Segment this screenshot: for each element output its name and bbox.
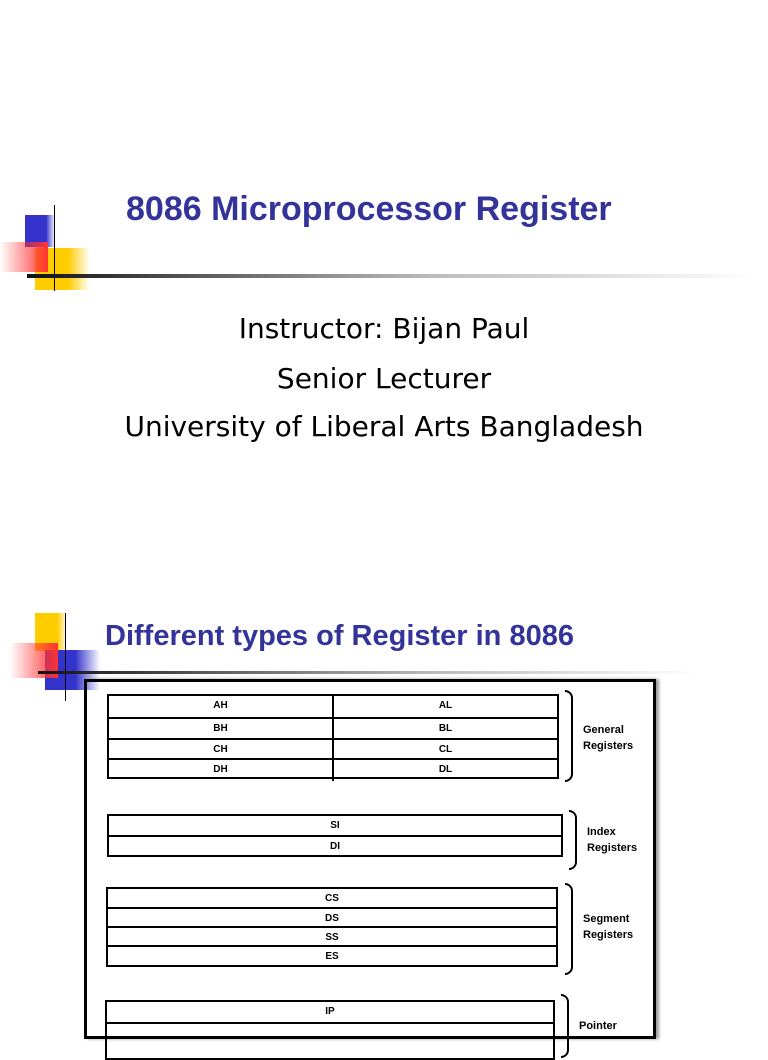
register-si: SI [330, 820, 340, 831]
slide1-title: 8086 Microprocessor Register [126, 190, 612, 228]
pointer-registers: IP [105, 1000, 555, 1060]
register-row: CH CL [109, 738, 557, 761]
pointer-label: Pointer [579, 1020, 617, 1032]
register-row: SS [108, 926, 556, 947]
register-row: DH DL [109, 758, 557, 781]
register-ds: DS [325, 913, 339, 924]
instructor-line: Instructor: Bijan Paul [238, 312, 530, 345]
segment-brace [565, 883, 573, 975]
register-cl: CL [332, 740, 557, 761]
register-row: AH AL [109, 696, 557, 717]
index-brace [569, 810, 577, 870]
general-registers: AH AL BH BL CH CL DH DL [107, 694, 559, 781]
register-row: DI [109, 835, 561, 857]
register-ss: SS [325, 932, 339, 943]
register-dh: DH [213, 764, 228, 775]
slide2-title: Different types of Register in 8086 [105, 620, 574, 652]
university-line: University of Liberal Arts Bangladesh [124, 410, 644, 443]
register-row: IP [107, 1002, 553, 1022]
register-row: SI [109, 816, 561, 836]
register-ch: CH [213, 744, 228, 755]
register-al: AL [332, 696, 557, 717]
register-dl: DL [332, 760, 557, 781]
register-row [107, 1022, 553, 1044]
register-bl: BL [332, 719, 557, 740]
pointer-brace [561, 994, 569, 1058]
register-row: ES [108, 945, 556, 966]
position-line: Senior Lecturer [276, 362, 492, 395]
register-cs: CS [325, 893, 339, 904]
register-ip: IP [325, 1006, 335, 1017]
register-row: CS [108, 889, 556, 908]
register-di: DI [330, 841, 340, 852]
register-ah: AH [213, 700, 228, 711]
index-registers: SI DI [107, 814, 563, 857]
general-brace [565, 690, 573, 782]
register-bh: BH [213, 723, 228, 734]
segment-registers: CS DS SS ES [106, 887, 558, 967]
register-row: BH BL [109, 717, 557, 740]
register-row: DS [108, 907, 556, 928]
register-es: ES [325, 951, 339, 962]
